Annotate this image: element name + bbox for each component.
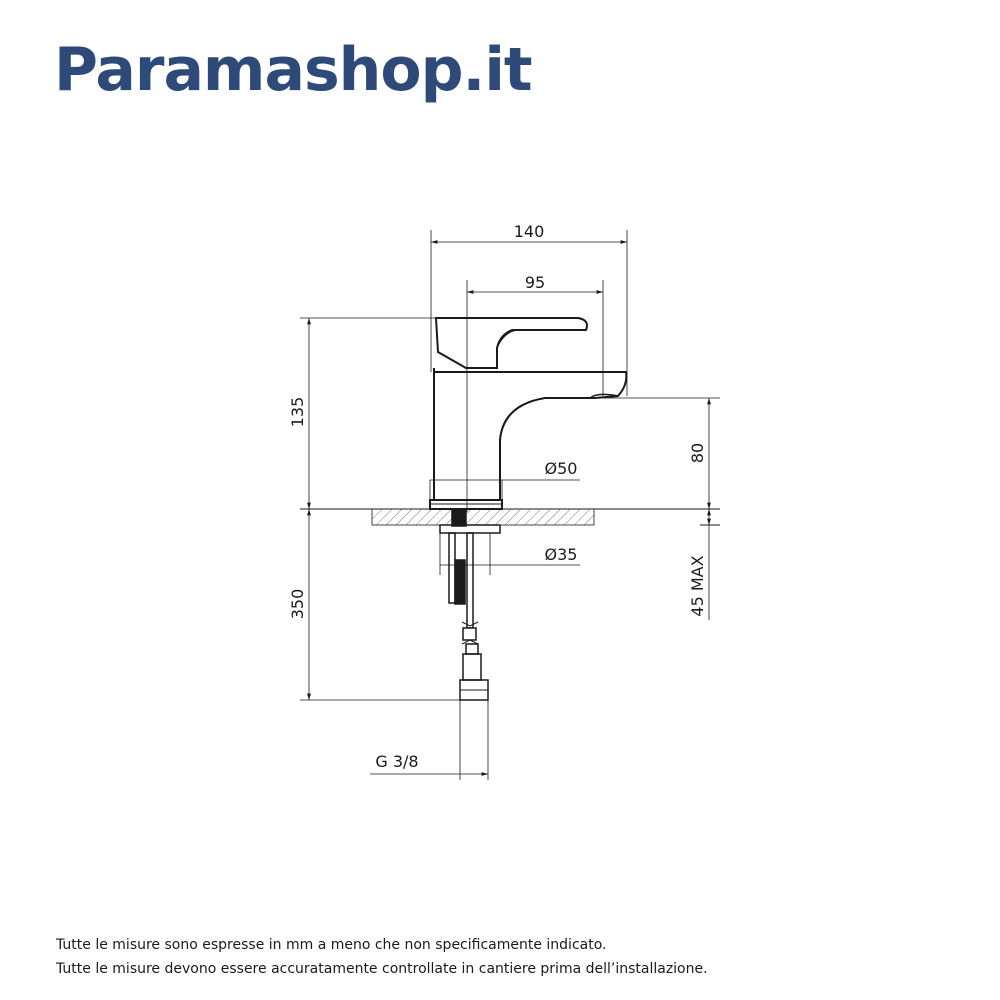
dim-connection: G 3/8 [375,752,418,771]
mounting-kit [439,509,501,701]
dim-shank-diameter: Ø35 [545,545,578,564]
dim-deck-thickness: 45 MAX [688,555,707,616]
dim-hose-length: 350 [288,589,307,620]
faucet-body [429,317,628,510]
footer-note-2: Tutte le misure devono essere accuratame… [56,961,708,977]
footer-notes: Tutte le misure sono espresse in mm a me… [56,933,708,981]
dim-height-total: 135 [288,397,307,428]
brand-logo: Paramashop.it [54,35,533,105]
dim-base-diameter: Ø50 [545,459,578,478]
dim-spout-height: 80 [688,443,707,463]
dimension-lines [300,230,720,780]
dim-spout-reach: 95 [525,273,545,292]
countertop [300,508,720,526]
footer-note-1: Tutte le misure sono espresse in mm a me… [56,937,607,953]
dim-width-total: 140 [514,222,545,241]
